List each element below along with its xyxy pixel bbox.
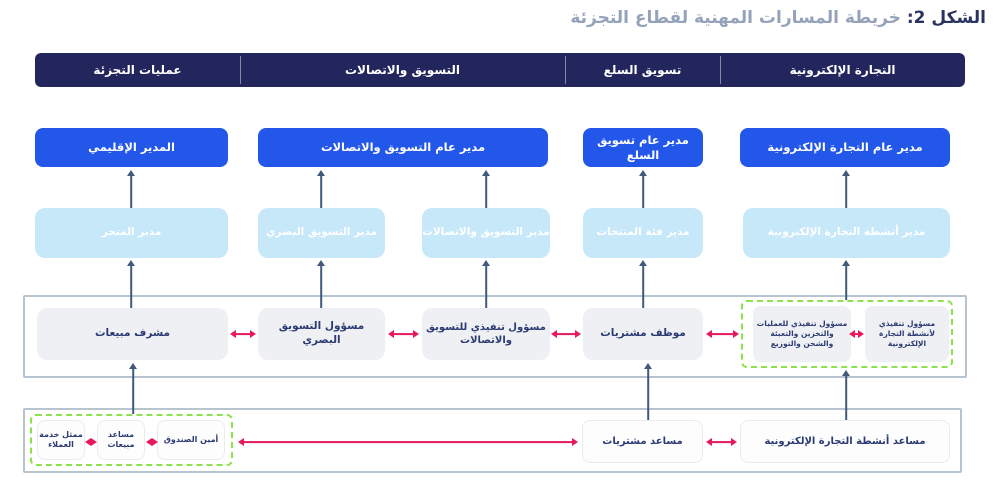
up-arrow	[481, 260, 491, 308]
box-officer-ecommerce-exec: مسؤول تنفيذي لأنشطة التجارة الإلكترونية	[865, 306, 949, 362]
green-group-ecommerce-officers	[741, 300, 953, 368]
box-customer-service-rep: ممثل خدمة العملاء	[37, 420, 85, 460]
two-way-arrow	[551, 329, 581, 339]
figure-label: الشكل 2:	[906, 8, 986, 28]
up-arrow	[638, 170, 648, 208]
up-arrow	[126, 170, 136, 208]
header-divider	[240, 56, 241, 84]
two-way-arrow	[388, 329, 419, 339]
up-arrow	[316, 260, 326, 308]
up-arrow	[128, 363, 138, 414]
header-col-merchandising: تسويق السلع	[603, 63, 682, 77]
figure-title-text: خريطة المسارات المهنية لقطاع التجزئة	[570, 8, 901, 28]
box-sales-supervisor: مشرف مبيعات	[37, 308, 228, 360]
two-way-arrow	[230, 329, 256, 339]
figure-title: الشكل 2: خريطة المسارات المهنية لقطاع ال…	[570, 8, 986, 28]
green-group-entry-roles	[30, 414, 233, 466]
box-officer-visual: مسؤول التسويق البصري	[258, 308, 385, 360]
box-manager-marketing: مدير التسويق والاتصالات	[422, 208, 550, 258]
box-cashier: أمين الصندوق	[157, 420, 225, 460]
two-way-arrow	[146, 437, 158, 447]
box-gm-merchandising: مدير عام تسويق السلع	[583, 128, 703, 167]
up-arrow	[841, 170, 851, 208]
two-way-arrow-long	[238, 437, 578, 447]
two-way-arrow	[706, 329, 739, 339]
box-ecommerce-assistant: مساعد أنشطة التجارة الإلكترونية	[740, 420, 950, 463]
box-regional-director: المدير الإقليمي	[35, 128, 228, 167]
up-arrow	[481, 170, 491, 208]
track-header-bar: التجارة الإلكترونية تسويق السلع التسويق …	[35, 53, 965, 87]
up-arrow	[638, 260, 648, 308]
box-officer-procurement: موظف مشتريات	[583, 308, 703, 360]
box-officer-operations-exec: مسؤول تنفيذي للعمليات والتخزين والتعبئة …	[753, 306, 851, 362]
up-arrow	[126, 260, 136, 308]
box-gm-marketing: مدير عام التسويق والاتصالات	[258, 128, 548, 167]
up-arrow	[643, 363, 653, 420]
box-manager-visual: مدير التسويق البصري	[258, 208, 385, 258]
two-way-arrow	[85, 437, 97, 447]
two-way-arrow	[849, 329, 864, 339]
header-col-retail-operations: عمليات التجزئة	[93, 63, 182, 77]
up-arrow	[316, 170, 326, 208]
box-officer-marketing-exec: مسؤول تنفيذي للتسويق والاتصالات	[422, 308, 550, 360]
up-arrow	[841, 260, 851, 300]
box-manager-store: مدير المتجر	[35, 208, 228, 258]
box-manager-category: مدير فئة المنتجات	[583, 208, 703, 258]
box-manager-ecommerce: مدير أنشطة التجارة الإلكترونية	[743, 208, 950, 258]
up-arrow	[841, 370, 851, 420]
header-divider	[565, 56, 566, 84]
box-procurement-assistant: مساعد مشتريات	[582, 420, 703, 463]
header-divider	[720, 56, 721, 84]
box-gm-ecommerce: مدير عام التجارة الإلكترونية	[740, 128, 950, 167]
header-col-ecommerce: التجارة الإلكترونية	[789, 63, 896, 77]
header-col-marketing: التسويق والاتصالات	[344, 63, 461, 77]
two-way-arrow	[706, 437, 737, 447]
box-sales-assistant: مساعد مبيعات	[97, 420, 145, 460]
